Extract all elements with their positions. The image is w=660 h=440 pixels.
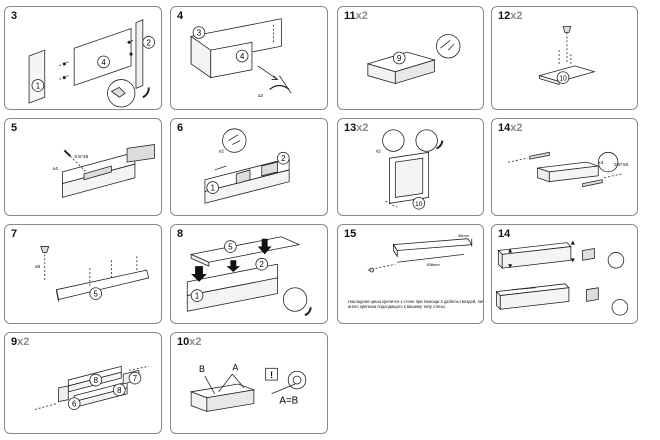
step-14-panel: 14x2 x4 3.5*16 — [491, 118, 638, 216]
step-11-illustration: 9 — [366, 34, 461, 85]
part-4-label: 4 — [97, 55, 110, 69]
dimension-width: 836mm — [427, 262, 440, 267]
part-1-label: 1 — [190, 289, 204, 302]
part-8-label-top: 8 — [89, 373, 103, 387]
label-b: B — [199, 364, 205, 374]
count-label: x8 — [35, 264, 40, 270]
step-3-illustration: 1 4 2 — [28, 19, 155, 108]
step-13-illustration: x2 10 — [376, 129, 444, 210]
svg-text:1: 1 — [36, 81, 40, 90]
step-number: 10x2 — [177, 336, 202, 348]
step-number: 11x2 — [344, 10, 368, 22]
step-6-panel: 6 x2 2 1 — [170, 118, 328, 216]
dimension-height: 36mm — [458, 233, 469, 238]
count-label: x2 — [258, 93, 263, 99]
step-number: 13x2 — [344, 122, 369, 134]
part-1-label: 1 — [31, 79, 45, 92]
part-2-label: 2 — [255, 257, 269, 271]
step-14-final-panel: 14 — [491, 224, 638, 324]
step-number: 15 — [344, 228, 357, 240]
svg-text:4: 4 — [240, 52, 245, 61]
svg-text:4: 4 — [101, 58, 106, 67]
count-label: x4 — [53, 166, 58, 172]
svg-text:3: 3 — [197, 28, 202, 37]
equation-label: A=B — [279, 396, 298, 407]
step-5-panel: 5 x4 3.5*16 — [4, 118, 162, 216]
step-8-panel: 8 5 2 1 — [170, 224, 328, 324]
part-7-label: 7 — [128, 371, 142, 385]
step-number: 14x2 — [498, 122, 523, 134]
step-12-panel: 12x2 10 — [491, 6, 638, 110]
label-a: A — [232, 362, 238, 372]
svg-text:2: 2 — [260, 260, 264, 269]
svg-text:10: 10 — [415, 201, 423, 208]
part-6-label: 6 — [67, 397, 81, 410]
step-number: 7 — [11, 228, 18, 240]
step-number: 3 — [11, 10, 18, 22]
part-9-label: 9 — [392, 51, 406, 65]
step-6-illustration: x2 2 1 — [204, 128, 290, 204]
step-4-illustration: 3 4 x2 — [190, 18, 292, 99]
step-15-illustration: 36mm 836mm — [367, 233, 473, 273]
part-2-label: 2 — [142, 36, 155, 49]
svg-text:1: 1 — [195, 292, 199, 301]
step-number: 9x2 — [11, 336, 30, 348]
svg-text:7: 7 — [133, 374, 137, 383]
step-10-illustration: B A ! A=B — [189, 362, 307, 412]
step-number: 5 — [11, 122, 18, 134]
step-14-illustration: x4 3.5*16 — [508, 151, 628, 188]
warning-icon: ! — [270, 370, 273, 380]
step-3-panel: 3 1 4 2 — [4, 6, 162, 110]
step-15-note: Накладная циша крепится к стене при помо… — [348, 299, 484, 310]
step-7-illustration: x8 5 — [35, 246, 150, 302]
step-8-illustration: 5 2 1 — [186, 236, 312, 317]
part-4-label: 4 — [235, 49, 249, 63]
svg-text:8: 8 — [117, 386, 122, 395]
svg-text:2: 2 — [281, 154, 285, 163]
step-14-final-illustration — [495, 240, 629, 316]
count-label: x2 — [219, 148, 224, 154]
step-7-panel: 7 x8 5 — [4, 224, 162, 324]
step-number: 8 — [177, 228, 184, 240]
step-9-panel: 9x2 8 7 8 6 — [4, 332, 162, 434]
svg-text:10: 10 — [559, 76, 567, 83]
step-number: 12x2 — [498, 10, 523, 22]
step-number: 6 — [177, 122, 184, 134]
svg-text:2: 2 — [147, 38, 151, 47]
part-5-label: 5 — [89, 287, 103, 300]
part-3-label: 3 — [192, 26, 206, 39]
step-9-illustration: 8 7 8 6 — [34, 365, 149, 410]
step-15-panel: 15 36mm 836mm Накладная циша крепится к … — [337, 224, 484, 324]
svg-text:5: 5 — [94, 290, 99, 299]
svg-text:9: 9 — [397, 54, 401, 63]
step-12-illustration: 10 — [538, 26, 596, 86]
part-5-label: 5 — [224, 240, 237, 253]
part-10-label: 10 — [556, 71, 570, 84]
step-5-illustration: x4 3.5*16 — [53, 144, 155, 198]
step-number: 14 — [498, 228, 511, 240]
count-label: x4 — [598, 160, 603, 166]
part-1-label: 1 — [206, 181, 220, 194]
svg-text:1: 1 — [211, 184, 215, 193]
step-number: 4 — [177, 10, 184, 22]
svg-text:6: 6 — [72, 400, 77, 409]
step-13-panel: 13x2 x2 10 — [337, 118, 484, 216]
part-2-label: 2 — [277, 151, 290, 165]
part-10-label: 10 — [412, 196, 426, 210]
count-label: x2 — [376, 148, 381, 154]
part-8-label-bottom: 8 — [112, 383, 126, 397]
screw-size-label: 3.5*16 — [74, 154, 88, 160]
step-4-panel: 4 3 4 x2 — [170, 6, 328, 110]
svg-text:5: 5 — [228, 243, 233, 252]
step-10-panel: 10x2 B A ! A=B — [170, 332, 328, 434]
screw-size-label: 3.5*16 — [614, 162, 628, 168]
svg-text:8: 8 — [94, 376, 99, 385]
step-11-panel: 11x2 9 — [337, 6, 484, 110]
